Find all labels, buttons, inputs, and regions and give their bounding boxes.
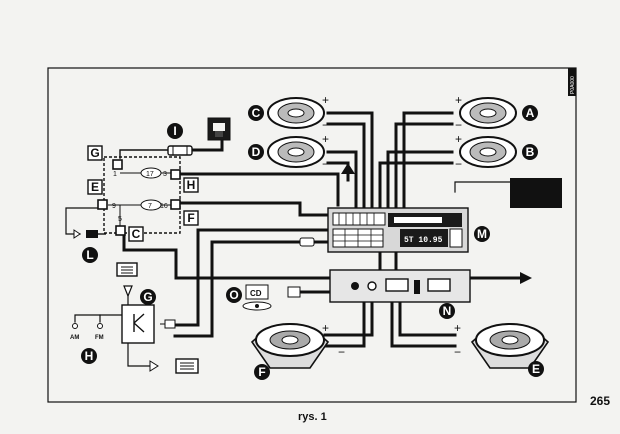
polarity-minus-E: − xyxy=(454,345,461,359)
polarity-plus-D: + xyxy=(322,132,329,146)
polarity-plus-A: + xyxy=(455,93,462,107)
cd-control-unit xyxy=(329,269,471,303)
svg-text:C: C xyxy=(132,227,141,241)
callout-D: D xyxy=(248,144,264,160)
pin-3: 3 xyxy=(163,171,167,178)
svg-text:G: G xyxy=(90,146,99,160)
svg-text:H: H xyxy=(187,178,196,192)
polarity-minus-A: − xyxy=(455,118,462,132)
connector-pin-labels: 1 17 3 9 7 16 5 xyxy=(112,171,168,223)
speaker-A xyxy=(459,97,517,129)
svg-text:O: O xyxy=(229,288,238,302)
output-arrow-right xyxy=(520,272,532,284)
callout-F: F xyxy=(254,364,270,380)
box-label-C: C xyxy=(128,226,144,242)
inline-fuse xyxy=(167,145,193,156)
rca-plug-middle xyxy=(299,237,322,247)
edge-label: P0A000 xyxy=(570,76,576,94)
polarity-minus-D: − xyxy=(322,157,329,171)
speaker-B xyxy=(459,136,517,168)
svg-text:E: E xyxy=(532,362,540,376)
polarity-minus-B: − xyxy=(455,157,462,171)
callout-N: N xyxy=(439,303,455,319)
pin-16: 16 xyxy=(160,203,168,210)
speaker-C xyxy=(267,97,325,129)
svg-text:L: L xyxy=(86,248,93,262)
callout-G: G xyxy=(140,289,156,305)
polarity-minus-C: − xyxy=(322,118,329,132)
polarity-plus-F: + xyxy=(322,321,329,335)
polarity-plus-E: + xyxy=(454,321,461,335)
svg-text:B: B xyxy=(526,145,535,159)
pin-block-bottom xyxy=(115,225,126,236)
pin-block-mid-right xyxy=(170,199,181,210)
pin-block-top-left xyxy=(112,159,123,170)
svg-text:I: I xyxy=(173,124,176,138)
callout-M: M xyxy=(474,226,490,242)
cd-disc xyxy=(242,284,272,311)
callout-L: L xyxy=(82,247,98,263)
callout-O: O xyxy=(226,287,242,303)
svg-text:E: E xyxy=(91,180,99,194)
box-label-E: E xyxy=(87,179,103,195)
external-module xyxy=(510,178,562,208)
speaker-F xyxy=(250,323,330,369)
box-label-H: H xyxy=(183,177,199,193)
callout-E: E xyxy=(528,361,544,377)
svg-text:D: D xyxy=(252,145,261,159)
connector-icon-upper xyxy=(116,262,138,277)
svg-text:M: M xyxy=(477,227,487,241)
edge-tab xyxy=(568,68,576,96)
callout-H: H xyxy=(81,348,97,364)
figure-caption: rys. 1 xyxy=(298,411,327,423)
svg-text:N: N xyxy=(443,304,452,318)
plug-connector xyxy=(207,117,231,141)
box-label-F: F xyxy=(183,210,199,226)
pin-7: 7 xyxy=(148,203,152,210)
radio-display-text: 5T 10.95 xyxy=(404,236,443,245)
callout-C: C xyxy=(248,105,264,121)
speaker-D xyxy=(267,136,325,168)
box-label-G: G xyxy=(87,145,103,161)
rca-plug-left xyxy=(160,319,176,329)
polarity-minus-F: − xyxy=(338,345,345,359)
pin-1: 1 xyxy=(113,171,117,178)
pin-17: 17 xyxy=(146,171,154,178)
callout-I: I xyxy=(167,123,183,139)
diagram-frame xyxy=(47,67,577,403)
connector-icon-lower xyxy=(149,358,199,374)
svg-text:G: G xyxy=(143,290,152,304)
pin-5: 5 xyxy=(118,216,122,223)
antenna-amplifier xyxy=(72,285,155,344)
callout-A: A xyxy=(522,105,538,121)
svg-text:C: C xyxy=(252,106,261,120)
harness-wires xyxy=(65,138,522,367)
svg-text:H: H xyxy=(85,349,94,363)
power-arrow-up xyxy=(341,163,355,180)
cd-plug xyxy=(287,286,301,298)
pin-9: 9 xyxy=(112,203,116,210)
band-am-label: AM xyxy=(70,335,79,341)
pin-block-mid-left xyxy=(97,199,108,210)
radio-head-unit xyxy=(327,207,469,253)
polarity-plus-C: + xyxy=(322,93,329,107)
pin-block-top-right xyxy=(170,169,181,180)
callout-B: B xyxy=(522,144,538,160)
polarity-plus-B: + xyxy=(455,132,462,146)
speaker-E xyxy=(470,323,550,369)
svg-text:F: F xyxy=(258,365,265,379)
ground-terminal xyxy=(73,229,106,239)
cd-logo-text: CD xyxy=(250,289,262,298)
page-number: 265 xyxy=(590,394,610,408)
band-fm-label: FM xyxy=(95,335,104,341)
iso-connector-block xyxy=(97,156,181,236)
svg-text:A: A xyxy=(526,106,535,120)
svg-text:F: F xyxy=(187,211,194,225)
